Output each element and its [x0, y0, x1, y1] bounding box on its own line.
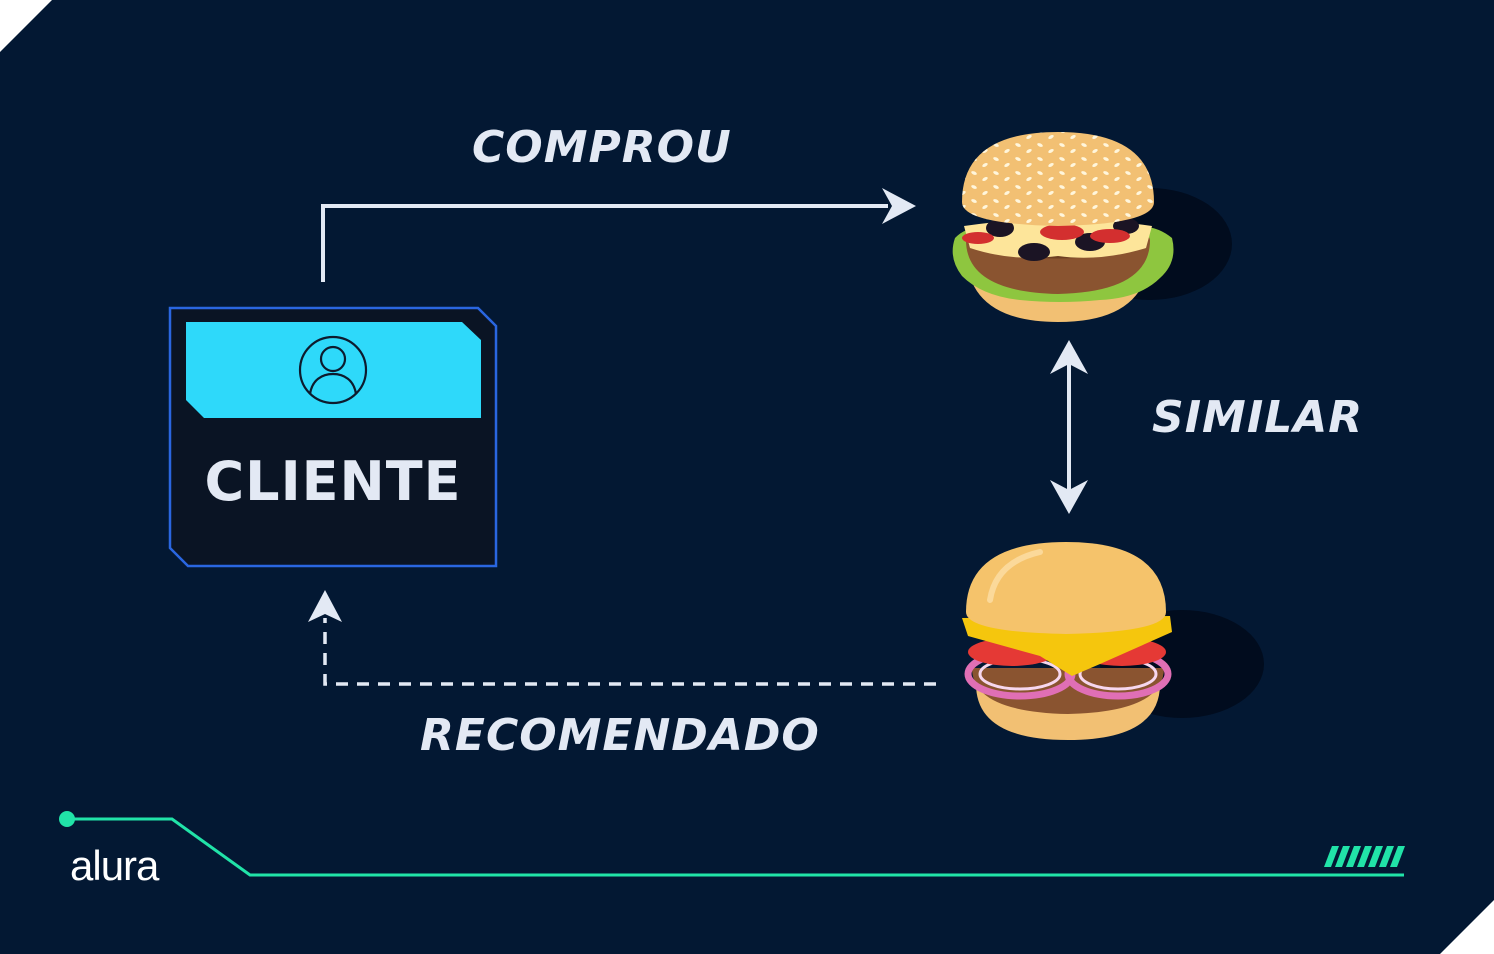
- arrowhead-right-icon: [882, 188, 916, 224]
- edge-similar: [1050, 340, 1088, 514]
- edge-label-similar: SIMILAR: [1152, 392, 1364, 443]
- stripes-icon: [1324, 846, 1405, 867]
- client-node: [168, 306, 498, 568]
- edge-purchased: [321, 188, 916, 282]
- burger-cheese-icon: [962, 542, 1264, 740]
- arrowhead-down-icon: [1050, 480, 1088, 514]
- edge-label-recommended: RECOMENDADO: [420, 710, 820, 761]
- burger-sesame-icon: [952, 132, 1232, 322]
- user-circle-icon: [298, 335, 368, 405]
- arrowhead-up-icon: [308, 590, 342, 622]
- client-label: CLIENTE: [204, 450, 462, 513]
- edge-recommended: [308, 590, 936, 686]
- arrowhead-up-icon: [1050, 340, 1088, 374]
- edge-label-purchased: COMPROU: [472, 122, 732, 173]
- footer-decoration: [59, 811, 1405, 877]
- brand-logo: alura: [70, 842, 159, 889]
